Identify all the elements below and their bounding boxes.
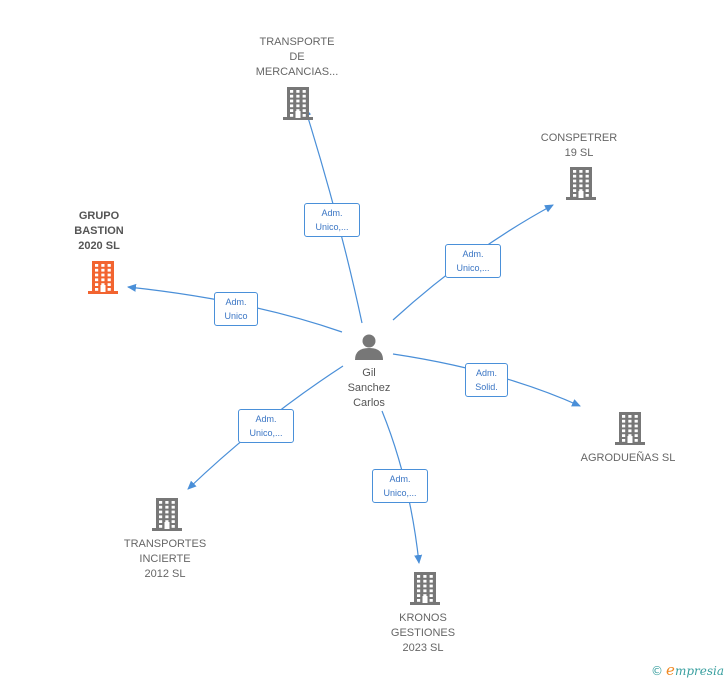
building-icon-agroduenas[interactable] bbox=[615, 412, 645, 445]
company-label-transporte-mercancias[interactable]: TRANSPORTE DE MERCANCIAS... bbox=[255, 36, 339, 78]
building-icon-transportes-incierte[interactable] bbox=[152, 498, 182, 531]
brand-watermark: ©empresia bbox=[651, 661, 724, 679]
building-icon-kronos[interactable] bbox=[410, 572, 440, 605]
company-label-grupo-bastion[interactable]: GRUPO BASTION 2020 SL bbox=[74, 210, 124, 252]
relation-badge-kronos[interactable]: Adm. Unico,... bbox=[372, 469, 428, 503]
building-icon-transporte-mercancias[interactable] bbox=[283, 87, 313, 120]
brand-initial: e bbox=[666, 661, 675, 679]
person-icon[interactable] bbox=[355, 334, 383, 361]
relation-badge-transporte-mercancias[interactable]: Adm. Unico,... bbox=[304, 203, 360, 237]
company-label-transportes-incierte[interactable]: TRANSPORTES INCIERTE 2012 SL bbox=[123, 538, 207, 580]
building-icon-grupo-bastion[interactable] bbox=[88, 261, 118, 294]
company-label-kronos[interactable]: KRONOS GESTIONES 2023 SL bbox=[390, 612, 456, 654]
relation-badge-transportes-incierte[interactable]: Adm. Unico,... bbox=[238, 409, 294, 443]
relation-badge-grupo-bastion[interactable]: Adm. Unico bbox=[214, 292, 258, 326]
company-label-agroduenas[interactable]: AGRODUEÑAS SL bbox=[580, 452, 676, 464]
relation-badge-conspetrer[interactable]: Adm. Unico,... bbox=[445, 244, 501, 278]
copyright-icon: © bbox=[651, 664, 664, 678]
building-icon-conspetrer[interactable] bbox=[566, 167, 596, 200]
company-label-conspetrer[interactable]: CONSPETRER 19 SL bbox=[540, 132, 618, 159]
brand-name: mpresia bbox=[674, 664, 724, 678]
person-name-label[interactable]: Gil Sanchez Carlos bbox=[347, 367, 391, 409]
relation-badge-agroduenas[interactable]: Adm. Solid. bbox=[465, 363, 508, 397]
